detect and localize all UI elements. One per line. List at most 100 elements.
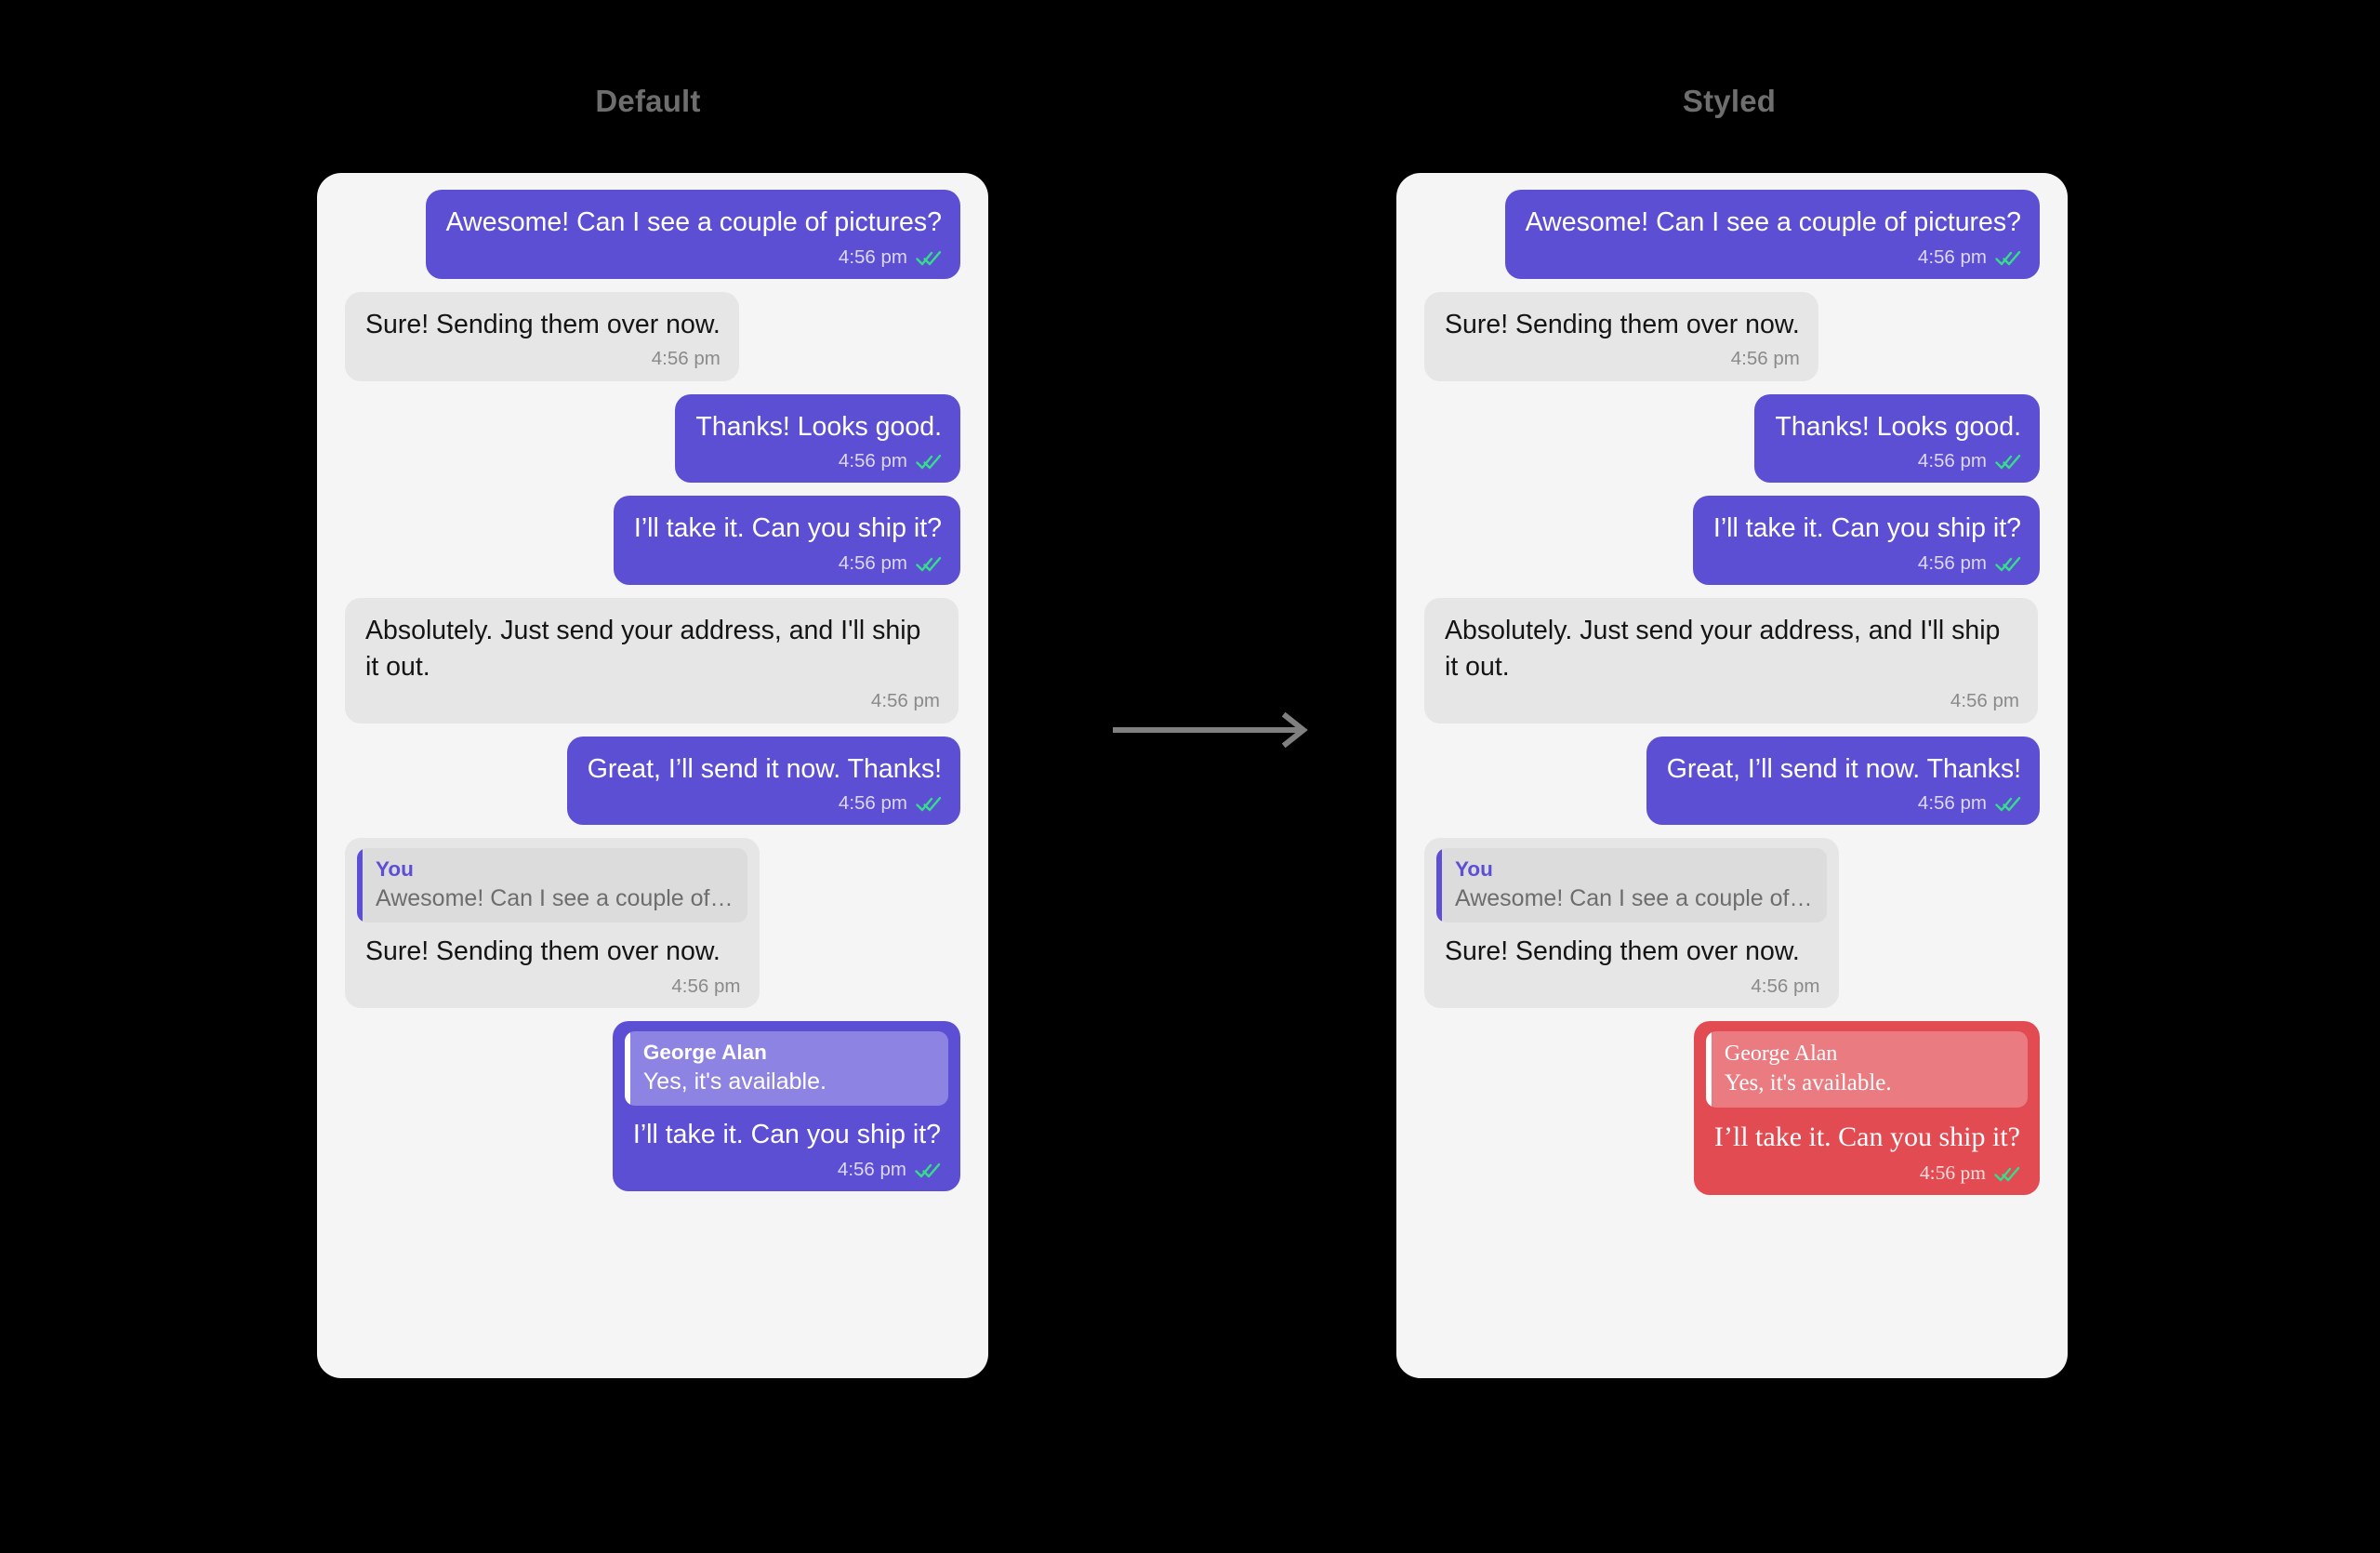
message-timestamp: 4:56 pm	[838, 450, 907, 471]
outgoing-message-bubble[interactable]: Awesome! Can I see a couple of pictures?…	[1504, 190, 2040, 279]
message-row: Great, I’ll send it now. Thanks! 4:56 pm	[1424, 736, 2040, 826]
message-text: Great, I’ll send it now. Thanks!	[1666, 753, 2021, 784]
message-meta: 4:56 pm	[625, 1160, 948, 1180]
chat-panel-default[interactable]: Awesome! Can I see a couple of pictures?…	[317, 173, 988, 1378]
message-meta: 4:56 pm	[1667, 793, 2021, 814]
chat-panel-styled[interactable]: Awesome! Can I see a couple of pictures?…	[1396, 173, 2068, 1378]
quote-snippet-text: Awesome! Can I see a couple of…	[376, 885, 734, 912]
incoming-message-bubble[interactable]: Absolutely. Just send your address, and …	[345, 598, 959, 723]
message-row: Awesome! Can I see a couple of pictures?…	[1424, 190, 2040, 279]
message-timestamp: 4:56 pm	[671, 975, 741, 997]
message-meta: 4:56 pm	[1436, 976, 1827, 997]
outgoing-message-bubble[interactable]: I’ll take it. Can you ship it? 4:56 pm	[613, 496, 960, 585]
message-text: Sure! Sending them over now.	[365, 936, 721, 967]
message-row: Thanks! Looks good.4:56 pm	[345, 393, 960, 484]
quote-snippet-text: Awesome! Can I see a couple of…	[1455, 885, 1813, 912]
double-check-icon	[915, 1161, 941, 1178]
message-text: Thanks! Looks good.	[1775, 411, 2021, 442]
quote-author-name: George Alan	[642, 1041, 767, 1065]
outgoing-message-bubble[interactable]: Great, I’ll send it now. Thanks! 4:56 pm	[1646, 736, 2040, 826]
message-timestamp: 4:56 pm	[1917, 246, 1987, 268]
message-timestamp: 4:56 pm	[870, 690, 940, 712]
message-timestamp: 4:56 pm	[1950, 690, 2019, 712]
quote-accent-bar	[1436, 848, 1442, 923]
double-check-icon	[1994, 1165, 2020, 1182]
incoming-message-bubble[interactable]: Sure! Sending them over now. 4:56 pm	[345, 291, 739, 381]
message-text: Absolutely. Just send your address, and …	[1445, 616, 2008, 682]
column-title-styled: Styled	[1682, 84, 1777, 118]
quote-snippet-text: Yes, it's available.	[642, 1069, 826, 1095]
outgoing-message-bubble[interactable]: Great, I’ll send it now. Thanks! 4:56 pm	[566, 736, 960, 826]
message-text: Awesome! Can I see a couple of pictures?	[445, 207, 942, 237]
message-timestamp: 4:56 pm	[1917, 450, 1987, 471]
quote-author-name: George Alan	[1724, 1042, 1838, 1067]
message-row: Absolutely. Just send your address, and …	[345, 598, 960, 723]
outgoing-message-bubble[interactable]: Awesome! Can I see a couple of pictures?…	[425, 190, 960, 279]
message-row: Absolutely. Just send your address, and …	[1424, 598, 2040, 723]
message-timestamp: 4:56 pm	[651, 348, 721, 370]
message-text: Absolutely. Just send your address, and …	[365, 616, 929, 682]
double-check-icon	[1995, 453, 2021, 470]
double-check-icon	[916, 249, 942, 266]
message-meta: 4:56 pm	[1445, 350, 1800, 370]
message-text: I’ll take it. Can you ship it?	[633, 513, 942, 544]
column-title-default: Default	[595, 84, 701, 118]
message-timestamp: 4:56 pm	[838, 551, 907, 574]
message-text: I’ll take it. Can you ship it?	[632, 1120, 941, 1150]
message-row: I’ll take it. Can you ship it? 4:56 pm	[1424, 496, 2040, 585]
incoming-message-bubble[interactable]: Absolutely. Just send your address, and …	[1424, 598, 2038, 723]
message-meta: 4:56 pm	[365, 692, 940, 712]
message-timestamp: 4:56 pm	[1751, 975, 1820, 997]
message-meta: 4:56 pm	[1713, 553, 2021, 574]
message-text: I’ll take it. Can you ship it?	[1712, 513, 2021, 544]
message-meta: 4:56 pm	[634, 553, 942, 574]
double-check-icon	[1995, 249, 2021, 266]
quote-author-name: You	[376, 857, 414, 882]
message-text: Great, I’ll send it now. Thanks!	[587, 753, 942, 784]
message-meta: 4:56 pm	[588, 793, 942, 814]
outgoing-message-bubble[interactable]: Thanks! Looks good. 4:56 pm	[1754, 393, 2040, 484]
double-check-icon	[1995, 555, 2021, 572]
message-row: Awesome! Can I see a couple of pictures?…	[345, 190, 960, 279]
message-timestamp: 4:56 pm	[838, 792, 907, 814]
message-row: I’ll take it. Can you ship it? 4:56 pm	[345, 496, 960, 585]
message-timestamp: 4:56 pm	[1730, 348, 1800, 370]
quote-snippet-text: Yes, it's available.	[1724, 1070, 1892, 1096]
message-text: I’ll take it. Can you ship it?	[1713, 1122, 2020, 1153]
message-meta: 4:56 pm	[446, 247, 942, 268]
message-timestamp: 4:56 pm	[838, 246, 907, 268]
message-timestamp: 4:56 pm	[1919, 1161, 1986, 1185]
message-timestamp: 4:56 pm	[837, 1158, 906, 1180]
quote-author-name: You	[1455, 857, 1493, 882]
message-text: Sure! Sending them over now.	[1445, 309, 1800, 339]
double-check-icon	[916, 555, 942, 572]
incoming-message-bubble[interactable]: Sure! Sending them over now. 4:56 pm	[1424, 291, 1818, 381]
message-timestamp: 4:56 pm	[1917, 792, 1987, 814]
message-text: Sure! Sending them over now.	[365, 309, 721, 339]
outgoing-message-bubble[interactable]: I’ll take it. Can you ship it? 4:56 pm	[1692, 496, 2040, 585]
outgoing-message-bubble[interactable]: Thanks! Looks good.4:56 pm	[675, 393, 960, 484]
quote-accent-bar	[357, 848, 363, 923]
message-meta: 4:56 pm	[365, 350, 721, 370]
message-meta: 4:56 pm	[1775, 451, 2021, 471]
message-row: Great, I’ll send it now. Thanks! 4:56 pm	[345, 736, 960, 826]
message-row: Sure! Sending them over now. 4:56 pm	[345, 291, 960, 381]
double-check-icon	[916, 795, 942, 812]
message-meta: 4:56 pm	[1706, 1163, 2028, 1184]
message-row: Sure! Sending them over now. 4:56 pm	[1424, 291, 2040, 381]
